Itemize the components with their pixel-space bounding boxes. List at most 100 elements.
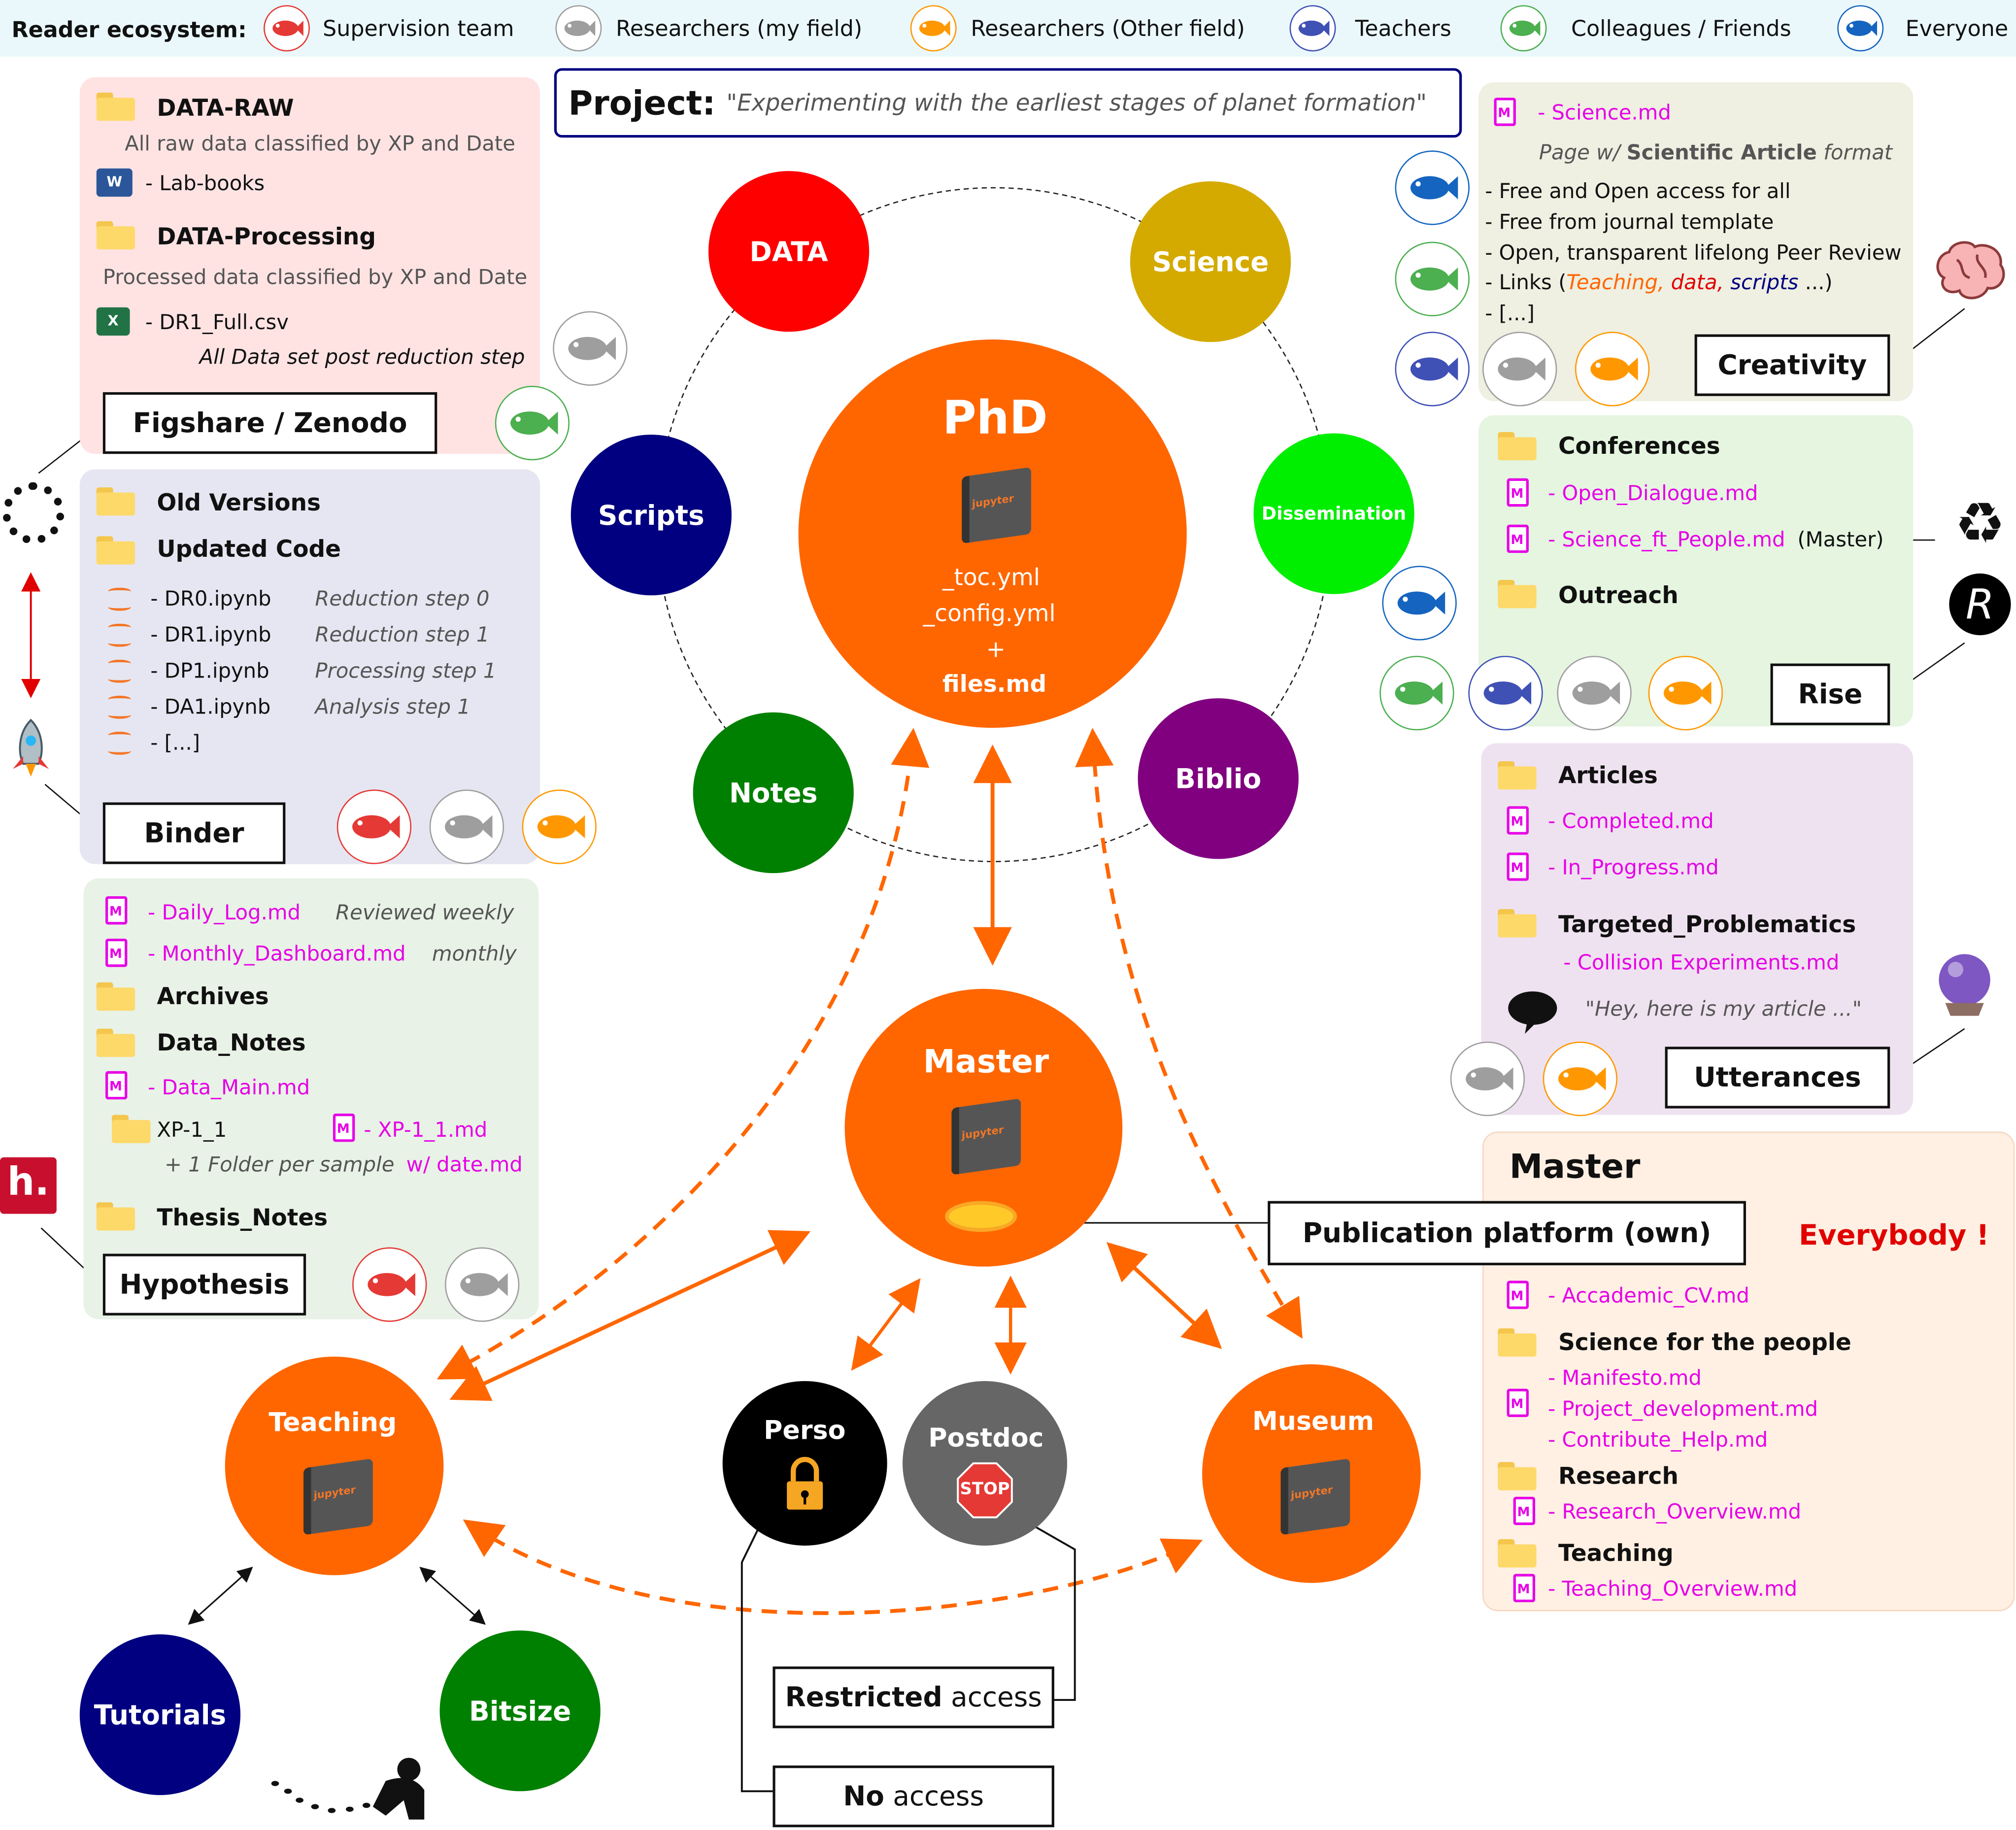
labbooks-label: - Lab-books [145,171,265,196]
notes-circle: Notes [693,712,854,873]
museum-circle-label: Museum [1252,1405,1374,1437]
project-development-file: - Project_development.md [1548,1396,1818,1421]
folder-icon [96,1028,135,1057]
legend-label: Supervision team [323,16,514,43]
legend-title: Reader ecosystem: [11,18,247,44]
contribute-help-file: - Contribute_Help.md [1548,1427,1768,1452]
phd-title: PhD [942,392,1048,445]
folder-icon [96,487,135,516]
script-file-note: Processing step 1 [315,658,497,683]
biblio-circle: Biblio [1138,698,1299,859]
data-processing-title: DATA-Processing [157,224,376,251]
clownfish-icon [1648,655,1723,731]
legend-bar [0,0,2016,57]
recycle-icon: ♻ [1954,491,2006,557]
xp-folder-label: XP-1_1 [157,1117,227,1142]
postdoc-circle-label: Postdoc [928,1422,1044,1453]
master-tag: (Master) [1797,527,1884,552]
teaching-overview-file: - Teaching_Overview.md [1548,1576,1798,1601]
academic-cv-file: - Accademic_CV.md [1548,1283,1749,1308]
shark-icon [1557,655,1632,731]
markdown-file-icon [1507,1281,1529,1309]
scripts-circle: Scripts [571,435,732,596]
jupyter-notebook-icon [105,657,134,683]
tutorials-circle: Tutorials [79,1634,241,1796]
jupyter-book-icon [951,1098,1021,1175]
xp-md-file: - XP-1_1.md [364,1117,488,1142]
folder-icon [96,536,135,565]
shark-icon [1450,1041,1525,1117]
legend-label: Researchers (Other field) [971,16,1245,43]
science-bullet-3: - Open, transparent lifelong Peer Review [1485,240,1902,265]
conferences-label: Conferences [1558,433,1720,461]
jupyter-notebook-icon [105,585,134,611]
data-processing-desc: Processed data classified by XP and Date [102,265,528,290]
publication-platform-box: Publication platform (own) [1268,1201,1746,1265]
markdown-file-icon [105,1071,128,1100]
perso-circle [722,1381,887,1546]
science-for-people-label: Science for the people [1558,1329,1851,1357]
daily-log-note: Reviewed weekly [336,900,514,925]
science-page-format: Page w/ Scientific Article format [1539,140,1893,165]
completed-file: - Completed.md [1548,809,1714,834]
folder-icon [1498,761,1537,790]
legend-label: Teachers [1355,16,1451,43]
phd-plus: + [986,636,1006,664]
turtle-icon [1500,5,1547,52]
markdown-file-icon [105,939,128,967]
research-overview-file: - Research_Overview.md [1548,1499,1802,1524]
biblio-circle-label: Biblio [1175,763,1262,794]
data-circle-label: DATA [749,236,828,267]
script-file-note: Reduction step 0 [315,586,490,611]
master-panel-title: Master [1509,1148,1641,1187]
csv-file-label: - DR1_Full.csv [145,309,289,335]
archives-label: Archives [157,983,269,1011]
shark-icon [553,311,628,386]
no-access-box: No access [773,1765,1054,1828]
restricted-access-box: Restricted access [773,1666,1054,1728]
shark-icon [555,5,602,52]
folder-icon [1498,579,1537,609]
turtle-icon [495,385,570,461]
stop-sign-text: STOP [960,1480,1010,1499]
tang-fish-icon [1382,566,1457,641]
script-file-name: - DR1.ipynb [150,622,271,647]
crawling-child-silhouette [372,1758,425,1820]
folder-icon [1498,909,1537,938]
science-bullet-2: - Free from journal template [1485,209,1774,234]
jupyter-notebook-icon [105,693,134,719]
utterances-box: Utterances [1665,1047,1890,1109]
science-ft-people-file: - Science_ft_People.md [1548,527,1785,552]
octopus-icon [352,1247,427,1322]
footprints [271,1781,370,1813]
tang-fish-icon [1837,5,1884,52]
folder-icon [1498,1328,1537,1357]
markdown-file-icon [333,1114,355,1142]
monthly-dashboard-file: - Monthly_Dashboard.md [148,941,406,966]
bitsize-circle-label: Bitsize [469,1695,571,1727]
old-versions-label: Old Versions [157,490,321,517]
script-file-note: Reduction step 1 [315,622,490,647]
project-box [554,68,1462,138]
anglerfish-icon [1468,655,1543,731]
science-links-line: - Links (Teaching, data, scripts ...) [1485,270,1833,295]
legend-label: Researchers (my field) [616,16,863,43]
collision-experiments-file: - Collision Experiments.md [1563,950,1840,975]
folder-icon [96,1202,135,1231]
legend-label: Colleagues / Friends [1571,16,1791,43]
shark-icon [429,789,504,864]
folder-icon [112,1115,151,1144]
data-raw-title: DATA-RAW [157,95,294,122]
turtle-icon [1395,241,1470,316]
everybody-label: Everybody ! [1798,1220,1989,1253]
script-file-name: - DA1.ipynb [150,694,271,719]
folder-icon [1498,1539,1537,1568]
perso-circle-label: Perso [764,1414,846,1446]
rise-r-logo-icon: R [1949,573,2011,636]
clownfish-icon [522,789,597,864]
research-label: Research [1558,1463,1679,1491]
markdown-file-icon [1507,524,1529,553]
daily-log-file: - Daily_Log.md [148,900,301,925]
turtle-icon [1379,655,1454,731]
phd-config-file: _config.yml [923,600,1056,628]
